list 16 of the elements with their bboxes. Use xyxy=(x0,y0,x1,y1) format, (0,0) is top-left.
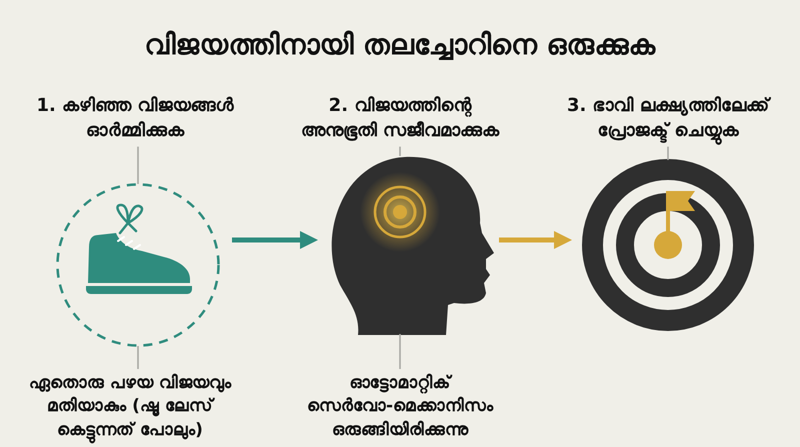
step-caption: ഓട്ടോമാറ്റിക് സെർവോ-മെക്കാനിസം ഒരുങ്ങിയിരിക്കുന്നു xyxy=(295,372,505,442)
head-silhouette xyxy=(330,155,495,335)
arrow xyxy=(232,231,318,249)
leader-line xyxy=(399,146,401,156)
title: വിജയത്തിനായി തലച്ചോറിനെ ഒരുക്കുക xyxy=(143,27,657,63)
bullseye-target xyxy=(582,159,754,331)
leader-line xyxy=(137,346,139,369)
dashed-circle xyxy=(56,183,220,347)
step-heading: 1. കഴിഞ്ഞ വിജയങ്ങൾ ഓർമ്മിക്കുക xyxy=(10,94,260,144)
leader-line xyxy=(137,146,139,184)
arrow xyxy=(499,231,572,249)
leader-line xyxy=(667,146,669,160)
step-heading: 2. വിജയത്തിന്റെ അനുഭൂതി സജീവമാക്കുക xyxy=(300,94,500,144)
step-heading: 3. ഭാവി ലക്ഷ്യത്തിലേക്ക് പ്രോജക്ട് ചെയ്യുക xyxy=(540,94,796,144)
leader-line xyxy=(399,334,401,369)
step-caption: ഏതൊരു പഴയ വിജയവും മതിയാകും (ഷൂ ലേസ് കെട്ടുന്നത് പോലും) xyxy=(8,372,252,442)
